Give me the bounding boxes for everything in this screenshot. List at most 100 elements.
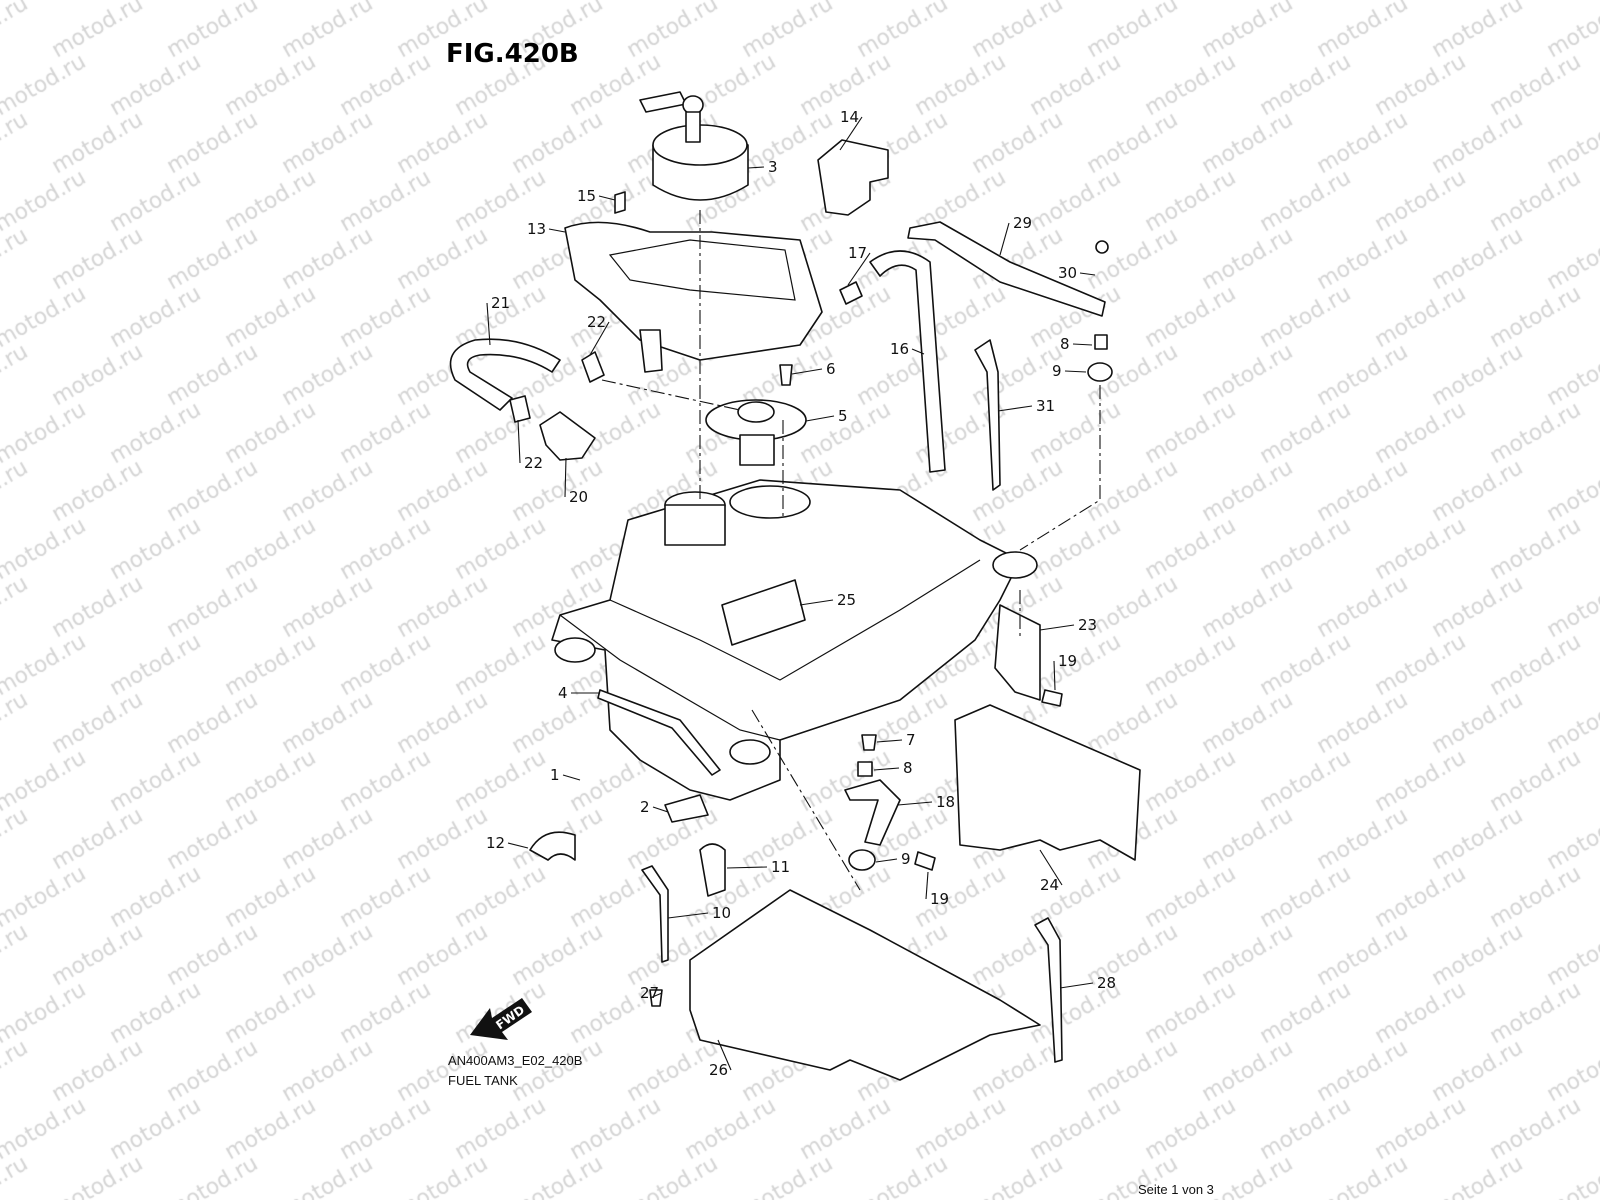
leader-line: [1059, 982, 1094, 989]
leader-line: [1064, 370, 1087, 373]
leader-line: [847, 252, 871, 286]
leader-line: [747, 166, 765, 169]
callout-9: 9: [901, 850, 911, 868]
valve-part: [539, 411, 596, 461]
leader-line: [1072, 343, 1093, 346]
callout-20: 20: [569, 488, 588, 506]
collar-8b: [857, 761, 873, 777]
sender-part: [705, 399, 807, 466]
callout-1: 1: [550, 766, 560, 784]
drawing-name: FUEL TANK: [448, 1073, 518, 1088]
leader-line: [564, 457, 567, 498]
callout-29: 29: [1013, 214, 1032, 232]
bolt-19: [1041, 689, 1063, 707]
callout-6: 6: [826, 360, 836, 378]
strip-4: [597, 689, 721, 776]
callout-24: 24: [1040, 876, 1059, 894]
leader-line: [839, 116, 863, 151]
leader-line: [726, 866, 768, 869]
leader-line: [517, 419, 521, 464]
callout-17: 17: [848, 244, 867, 262]
leader-line: [791, 368, 823, 375]
leader-line: [876, 739, 903, 743]
callout-14: 14: [840, 108, 859, 126]
grommet-9: [1087, 362, 1113, 382]
forward-arrow: FWD: [470, 998, 532, 1040]
leader-line: [652, 806, 669, 813]
callout-25: 25: [837, 591, 856, 609]
leader-line: [911, 348, 925, 355]
leader-line: [507, 842, 529, 849]
under-cover-26: [689, 889, 1041, 1081]
leader-line: [1039, 849, 1063, 886]
leader-line: [897, 801, 933, 806]
leader-line: [548, 228, 566, 233]
callout-18: 18: [936, 793, 955, 811]
callout-labels: 3141513172930212268916315222025231947811…: [486, 108, 1116, 1079]
cushion-12: [529, 831, 576, 861]
tray-part: [564, 221, 823, 361]
clip-part: [614, 191, 626, 214]
callout-10: 10: [712, 904, 731, 922]
leader-line: [997, 405, 1033, 412]
clamp-22b: [509, 395, 531, 423]
callout-11: 11: [771, 858, 790, 876]
clamp-22: [581, 351, 605, 383]
bolt-30: [1095, 240, 1109, 254]
callout-21: 21: [491, 294, 510, 312]
tie-part: [974, 339, 1001, 491]
fuel-cap-part: [639, 91, 749, 201]
collar-8: [1094, 334, 1108, 350]
leader-line: [589, 321, 610, 356]
callout-8: 8: [903, 759, 913, 777]
callout-26: 26: [709, 1061, 728, 1079]
callout-31: 31: [1036, 397, 1055, 415]
callout-19: 19: [930, 890, 949, 908]
leader-line: [717, 1039, 732, 1071]
leader-line: [1039, 624, 1075, 631]
tie-28: [1034, 917, 1063, 1063]
page-indicator: Seite 1 von 3: [1138, 1182, 1214, 1197]
callout-3: 3: [768, 158, 778, 176]
callout-28: 28: [1097, 974, 1116, 992]
bolt-19b: [914, 851, 936, 871]
callout-27: 27: [640, 984, 659, 1002]
leader-line: [925, 871, 929, 900]
pad-2: [664, 794, 709, 823]
callout-2: 2: [640, 798, 650, 816]
bolt-6: [779, 364, 793, 386]
tie-10: [641, 865, 669, 963]
bolt-7: [861, 734, 877, 751]
leader-line: [1079, 272, 1096, 276]
leader-line: [805, 415, 835, 422]
callout-23: 23: [1078, 616, 1097, 634]
figure-title: FIG.420B: [446, 39, 579, 69]
heat-shield-24: [954, 704, 1141, 861]
callout-4: 4: [558, 684, 568, 702]
bracket-18: [844, 779, 901, 846]
hose-part: [869, 250, 946, 473]
leader-line: [875, 858, 898, 863]
callout-12: 12: [486, 834, 505, 852]
callout-13: 13: [527, 220, 546, 238]
callout-15: 15: [577, 187, 596, 205]
callout-5: 5: [838, 407, 848, 425]
cover-part: [817, 139, 889, 216]
drawing-code: AN400AM3_E02_420B: [448, 1053, 582, 1068]
grommet-9b: [848, 849, 876, 871]
leader-line: [649, 992, 663, 999]
cushion-11: [699, 843, 726, 897]
callout-16: 16: [890, 340, 909, 358]
strap-part: [907, 221, 1106, 317]
callout-7: 7: [906, 731, 916, 749]
callout-9: 9: [1052, 362, 1062, 380]
bracket-23: [994, 604, 1041, 701]
label-25: [721, 579, 806, 646]
leader-line: [486, 302, 491, 346]
callout-22: 22: [524, 454, 543, 472]
leader-line: [562, 774, 581, 781]
leader-line: [598, 195, 616, 201]
leader-line: [799, 599, 834, 606]
